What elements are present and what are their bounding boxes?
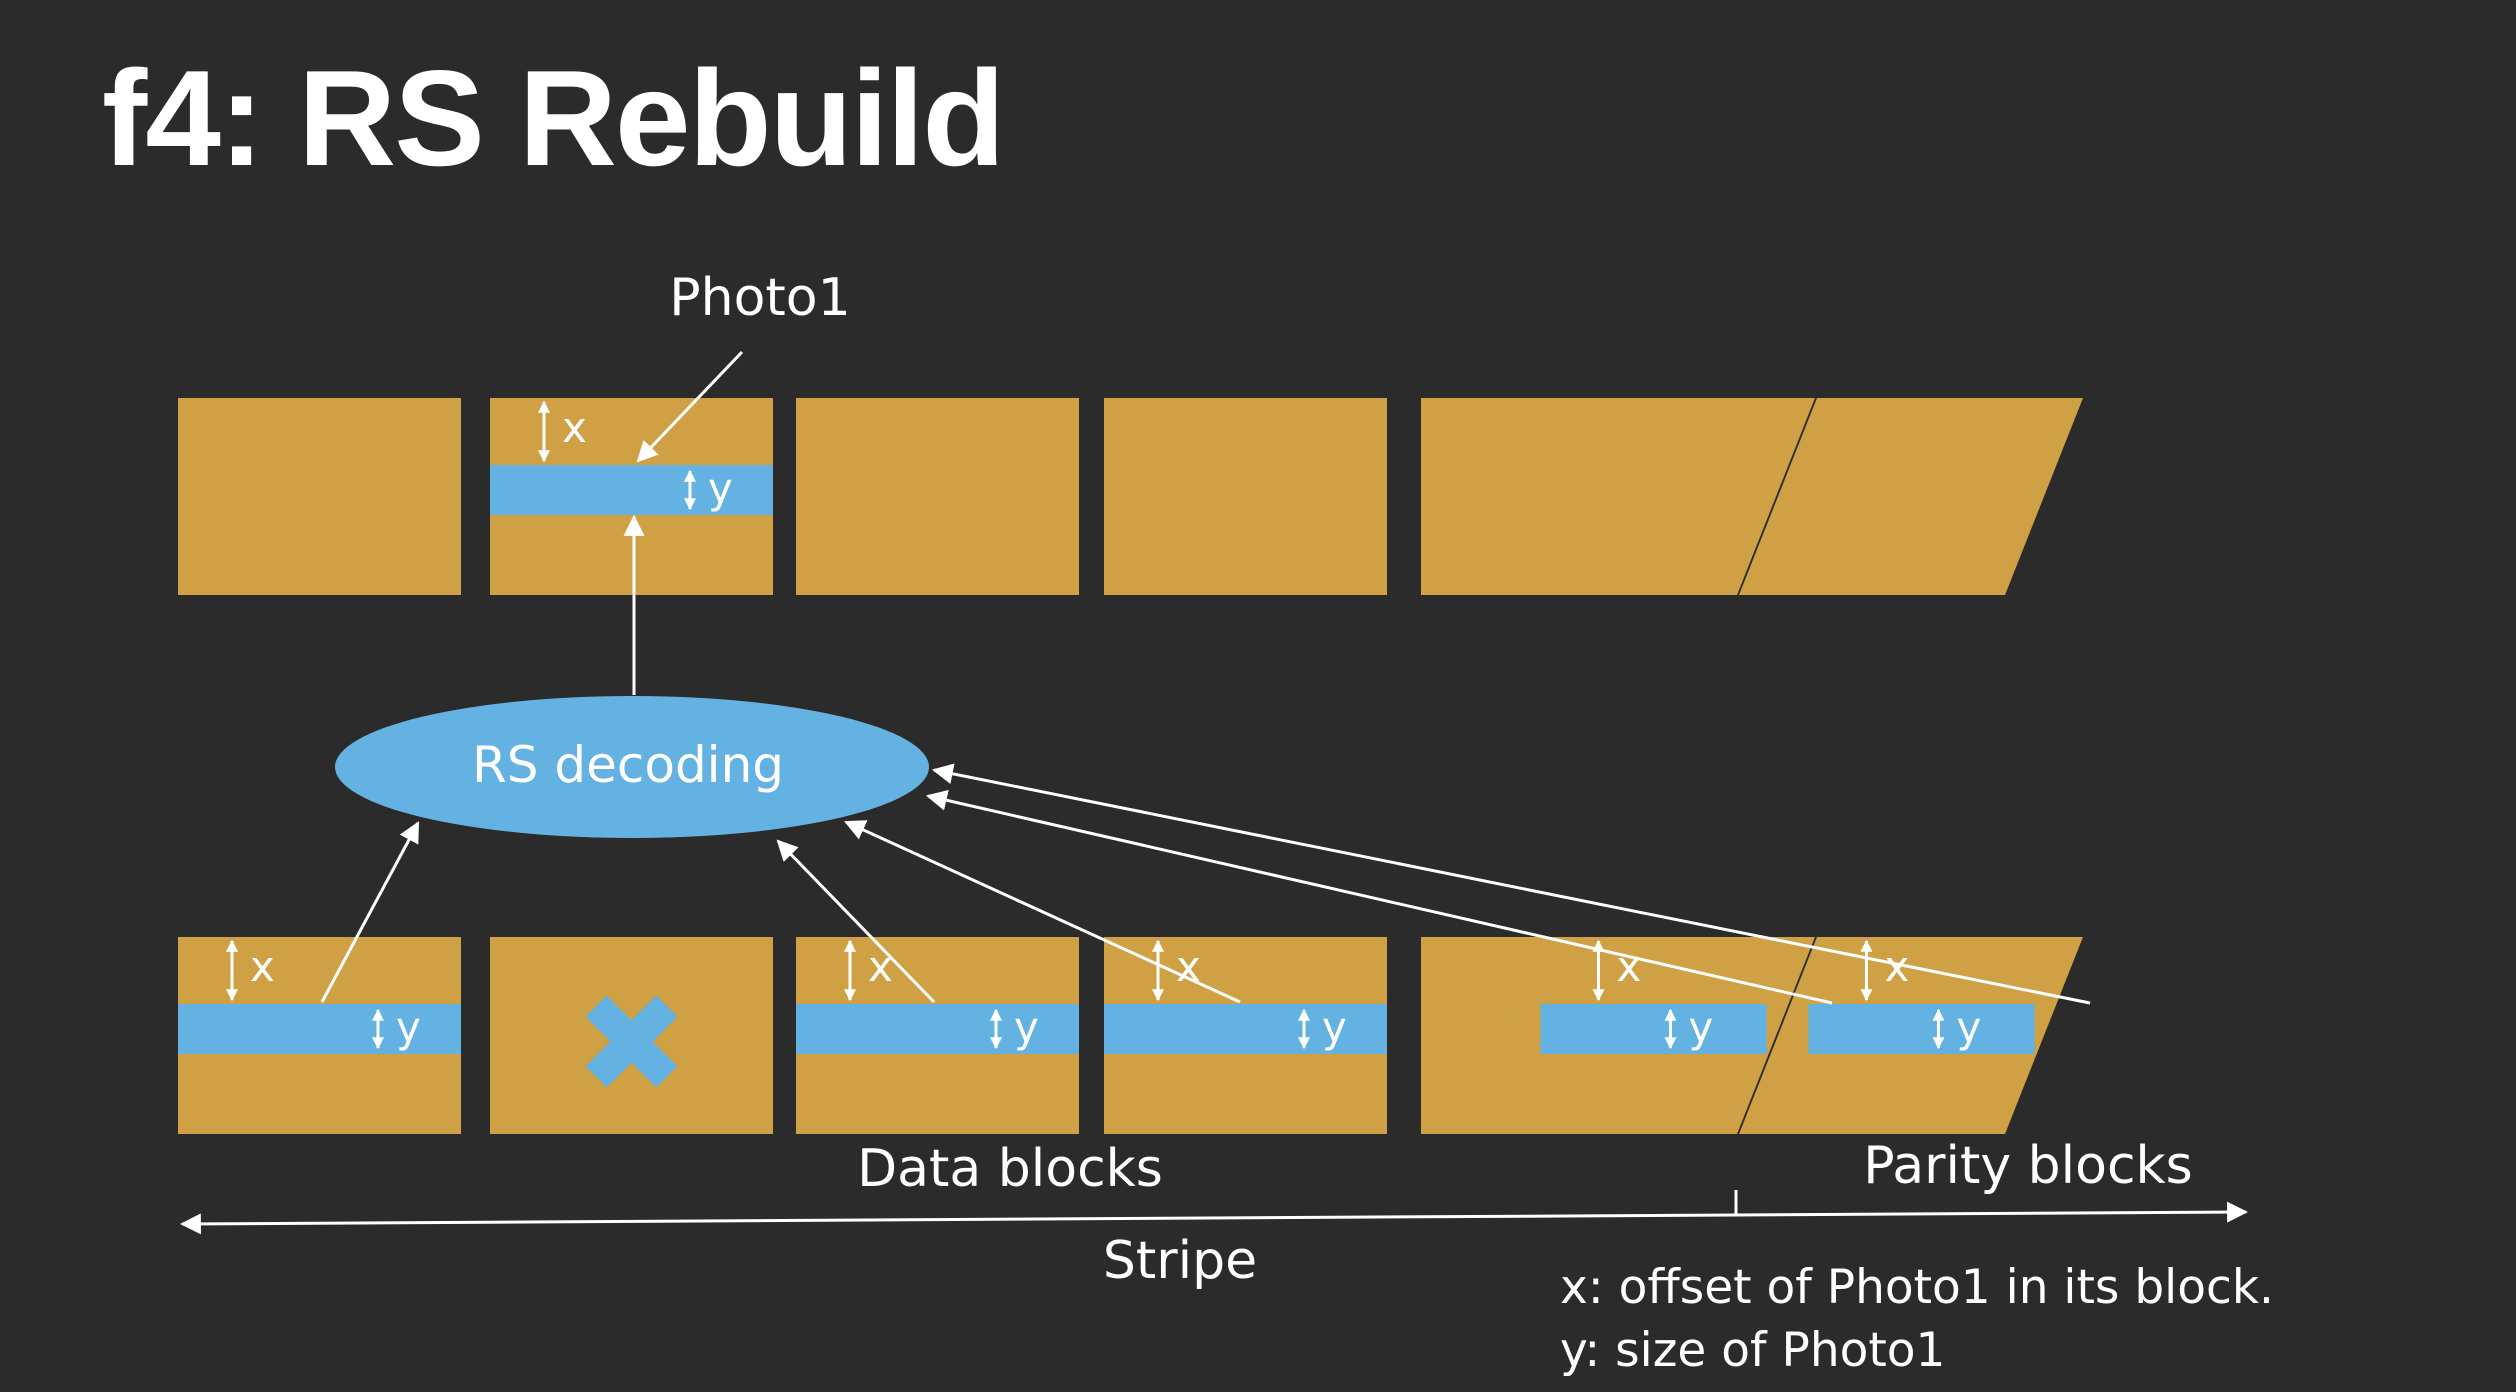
- bottom-photo1-strip-4: [1104, 1004, 1387, 1054]
- arrow-photo1-label-to-strip: [636, 350, 744, 463]
- bottom-y-marker-1: y: [396, 1003, 421, 1052]
- top-parity-block-2: [1739, 398, 2083, 595]
- bottom-photo1-strip-1: [178, 1004, 461, 1054]
- parity-blocks-label: Parity blocks: [1863, 1136, 2192, 1196]
- arrow-block-3-to-decoder: [776, 839, 936, 1004]
- bottom-y-marker-7: y: [1956, 1003, 1981, 1052]
- arrow-parity-1-to-decoder: [925, 789, 1833, 1005]
- photo1-label: Photo1: [669, 268, 850, 328]
- lost-mark-stroke-b: [585, 995, 678, 1088]
- top-data-block-3: [796, 398, 1079, 595]
- bottom-y-marker-3: y: [1014, 1003, 1039, 1052]
- data-blocks-label: Data blocks: [857, 1139, 1163, 1199]
- stripe-arrow: [179, 1201, 2249, 1235]
- top-x-marker-2: x: [562, 403, 587, 452]
- bottom-x-marker-6: x: [1616, 942, 1641, 991]
- slide-title: f4: RS Rebuild: [102, 42, 1003, 194]
- bottom-y-marker-4: y: [1322, 1003, 1347, 1052]
- rs-decoding-ellipse: [335, 696, 929, 838]
- arrow-block-4-to-decoder: [844, 820, 1241, 1004]
- legend-y-definition: y: size of Photo1: [1560, 1323, 1945, 1378]
- legend-x-definition: x: offset of Photo1 in its block.: [1560, 1260, 2274, 1315]
- top-y-marker-2: y: [708, 464, 733, 513]
- bottom-x-marker-1: x: [250, 942, 275, 991]
- rs-decoding-label: RS decoding: [472, 736, 784, 794]
- lost-block-mark-2: [585, 995, 678, 1088]
- top-parity-block-1: [1471, 398, 1815, 595]
- top-photo1-strip-2: [490, 465, 773, 515]
- arrow-parity-2-to-decoder: [931, 763, 2091, 1005]
- top-row-blocks: xy: [178, 398, 2083, 595]
- bottom-y-marker-6: y: [1688, 1003, 1713, 1052]
- bottom-x-marker-3: x: [868, 942, 893, 991]
- stripe-label: Stripe: [1103, 1231, 1257, 1291]
- arrow-block-1-to-decoder: [320, 821, 420, 1003]
- top-data-block-1: [178, 398, 461, 595]
- bottom-photo1-strip-7: [1808, 1004, 2035, 1054]
- top-data-block-4: [1104, 398, 1387, 595]
- bottom-photo1-strip-6: [1540, 1004, 1767, 1054]
- bottom-photo1-strip-3: [796, 1004, 1079, 1054]
- decoding-arrows: [320, 350, 2091, 1005]
